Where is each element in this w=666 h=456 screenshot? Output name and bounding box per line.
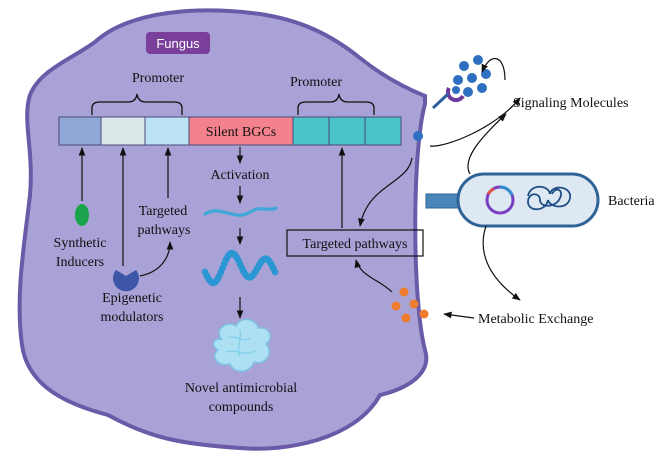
signaling-molecule-dot <box>467 73 477 83</box>
fungus-label: Fungus <box>156 36 200 51</box>
synthetic-inducer-icon <box>75 204 89 226</box>
epigenetic-label-line2: modulators <box>101 310 164 325</box>
metabolite-dot <box>419 309 429 319</box>
metabolite-dot <box>409 299 419 309</box>
promoter-left-label: Promoter <box>132 71 184 86</box>
promoter-segment-1 <box>58 116 102 146</box>
promoter-right-brace <box>297 93 375 115</box>
peptide-chain <box>201 249 279 287</box>
protein-structure <box>212 318 271 372</box>
signaling-molecule-dot <box>463 87 473 97</box>
promoter-segment-3 <box>144 116 190 146</box>
arrow-signal-to-targeted <box>358 157 413 227</box>
bacteria-label: Bacteria <box>608 194 655 209</box>
targeted-pathways-left-line2: pathways <box>138 223 191 238</box>
plasmid-icon <box>485 185 515 215</box>
synthetic-label-line1: Synthetic <box>54 236 107 251</box>
signaling-molecule-dot <box>459 61 469 71</box>
signaling-molecules-label: Signaling Molecules <box>513 96 629 111</box>
arrow-signal-from-top <box>481 58 506 81</box>
targeted-pathways-right-box <box>286 229 424 257</box>
metabolite-dot <box>401 313 411 323</box>
novel-compounds-label-line2: compounds <box>209 400 274 415</box>
silent-bgcs-label: Silent BGCs <box>206 125 276 140</box>
receptor-stalk <box>431 92 450 110</box>
receptor-icon <box>445 87 465 103</box>
fungus-badge <box>146 32 210 54</box>
receptor-head-dot <box>452 86 460 94</box>
signal-receptor-dot <box>413 131 423 141</box>
signaling-molecule-dot <box>453 75 463 85</box>
arrow-to-metabolic-exchange <box>482 225 521 301</box>
arrow-to-signaling-molecules <box>429 97 521 147</box>
metabolite-particles <box>391 287 429 323</box>
bacterial-dna-icon <box>527 185 571 211</box>
signaling-molecule-dot <box>477 83 487 93</box>
promoter-right-label: Promoter <box>290 75 342 90</box>
metabolite-dot <box>391 301 401 311</box>
epigenetic-modulator-icon <box>113 270 139 292</box>
targeted-pathways-left-line1: Targeted <box>139 204 188 219</box>
signaling-molecules-cluster <box>453 55 491 97</box>
arrow-bacteria-to-signaling <box>467 113 507 175</box>
arrow-metabolic-exchange-to-cell <box>443 311 475 319</box>
gene-bar <box>58 116 402 146</box>
promoter-segment-2 <box>100 116 146 146</box>
signaling-molecule-dot <box>473 55 483 65</box>
activation-label: Activation <box>210 168 269 183</box>
dna-strand <box>203 206 278 217</box>
metabolic-exchange-label: Metabolic Exchange <box>478 312 593 327</box>
targeted-pathways-right-label: Targeted pathways <box>303 237 408 252</box>
chain-bead <box>271 268 279 276</box>
promoter-segment-5 <box>328 116 366 146</box>
metabolite-dot <box>399 287 409 297</box>
silent-bgc-segment <box>188 116 294 146</box>
promoter-left-brace <box>91 93 183 115</box>
promoter-segment-4 <box>292 116 330 146</box>
epigenetic-label-line1: Epigenetic <box>102 291 162 306</box>
arrow-epigenetic-to-targeted <box>139 241 174 277</box>
novel-compounds-label-line1: Novel antimicrobial <box>185 381 297 396</box>
arrow-metabolite-to-targeted <box>354 259 393 293</box>
synthetic-label-line2: Inducers <box>56 255 104 270</box>
promoter-segment-6 <box>364 116 402 146</box>
